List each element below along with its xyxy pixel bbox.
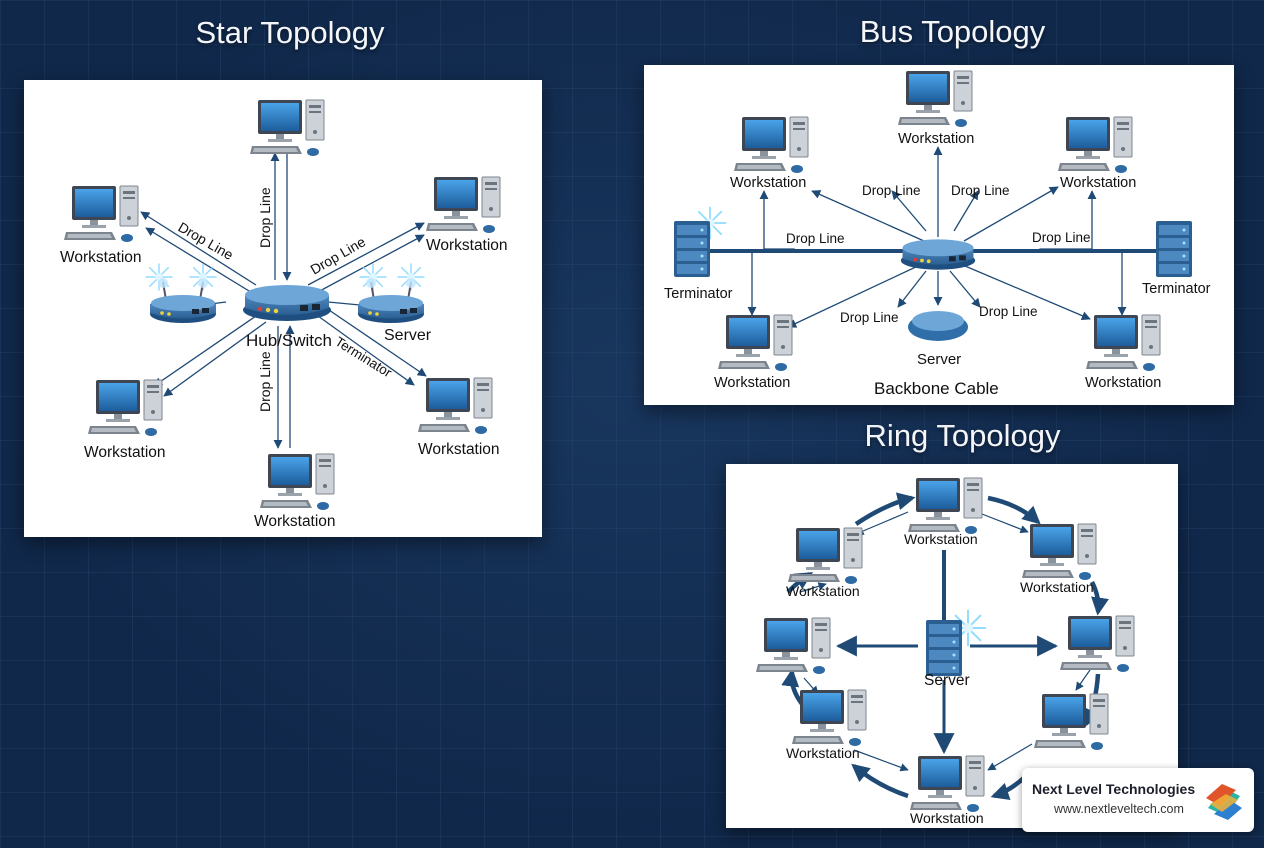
workstation-label: Workstation [730, 175, 806, 191]
bus-topology-panel: Workstation Workstation Workstation Work… [644, 65, 1234, 405]
ring-topology-panel: Workstation Workstation Workstation Work… [726, 464, 1178, 828]
terminator-icon [674, 221, 710, 277]
workstation-icon [260, 453, 335, 511]
brand-logo-card: Next Level Technologies www.nextleveltec… [1022, 768, 1254, 832]
star-topology-panel: Workstation Workstation Workstation Work… [24, 80, 542, 537]
brand-url: www.nextleveltech.com [1054, 802, 1184, 816]
bus-topology-title: Bus Topology [859, 14, 1046, 49]
terminator-label: Terminator [1142, 281, 1211, 297]
drop-line-label: Drop Line [257, 187, 273, 248]
workstation-label: Workstation [910, 810, 984, 826]
workstation-icon [1022, 523, 1097, 581]
workstation-label: Workstation [898, 131, 974, 147]
hub-icon [243, 285, 331, 321]
drop-line-label: Drop Line [176, 219, 237, 263]
workstation-label: Workstation [714, 375, 790, 391]
server-label: Server [917, 351, 961, 368]
star-topology-title: Star Topology [195, 15, 385, 50]
workstation-label: Workstation [426, 237, 508, 254]
router-icon [149, 278, 217, 324]
workstation-icon [1034, 693, 1109, 751]
workstation-icon [898, 70, 973, 128]
workstation-icon [792, 689, 867, 747]
workstation-label: Workstation [1020, 579, 1094, 595]
workstation-icon [734, 116, 809, 174]
workstation-icon [250, 99, 325, 157]
workstation-icon [418, 377, 493, 435]
workstation-label: Workstation [904, 531, 978, 547]
drop-line-label: Drop Line [862, 183, 921, 198]
workstation-icon [1058, 116, 1133, 174]
terminator-icon [1156, 221, 1192, 277]
router-icon [357, 278, 425, 324]
hub-icon [900, 239, 976, 270]
drop-line-label: Drop Line [840, 310, 899, 325]
logo-icon [1206, 784, 1242, 820]
server-icon [926, 620, 962, 676]
workstation-icon [88, 379, 163, 437]
bus-diagram: Workstation Workstation Workstation Work… [664, 70, 1211, 398]
drop-line-label: Drop Line [951, 183, 1010, 198]
ring-diagram: Workstation Workstation Workstation Work… [756, 477, 1135, 826]
backbone-cable-label: Backbone Cable [874, 379, 999, 398]
workstation-icon [910, 755, 985, 813]
workstation-label: Workstation [1085, 375, 1161, 391]
workstation-label: Workstation [60, 249, 142, 266]
workstation-icon [756, 617, 831, 675]
drop-line-label: Drop Line [308, 233, 369, 277]
workstation-icon [64, 185, 139, 243]
server-label: Server [924, 672, 970, 689]
brand-name: Next Level Technologies [1032, 781, 1196, 797]
workstation-label: Workstation [786, 745, 860, 761]
workstation-label: Workstation [786, 583, 860, 599]
workstation-label: Workstation [418, 441, 500, 458]
workstation-icon [1086, 314, 1161, 372]
hub-label: Hub/Switch [246, 331, 332, 350]
drop-line-label: Drop Line [979, 304, 1038, 319]
workstation-icon [426, 176, 501, 234]
workstation-label: Workstation [1060, 175, 1136, 191]
server-label: Server [384, 327, 432, 344]
drop-line-label: Drop Line [786, 231, 845, 246]
workstation-icon [1060, 615, 1135, 673]
workstation-icon [788, 527, 863, 585]
drop-line-label: Drop Line [1032, 230, 1091, 245]
workstation-label: Workstation [84, 444, 166, 461]
workstation-icon [908, 477, 983, 535]
workstation-label: Workstation [254, 513, 336, 530]
workstation-icon [718, 314, 793, 372]
star-diagram: Workstation Workstation Workstation Work… [60, 99, 508, 530]
ring-topology-title: Ring Topology [864, 418, 1061, 453]
terminator-label: Terminator [664, 286, 733, 302]
drop-line-label: Drop Line [257, 351, 273, 412]
signal-icon [144, 262, 174, 292]
